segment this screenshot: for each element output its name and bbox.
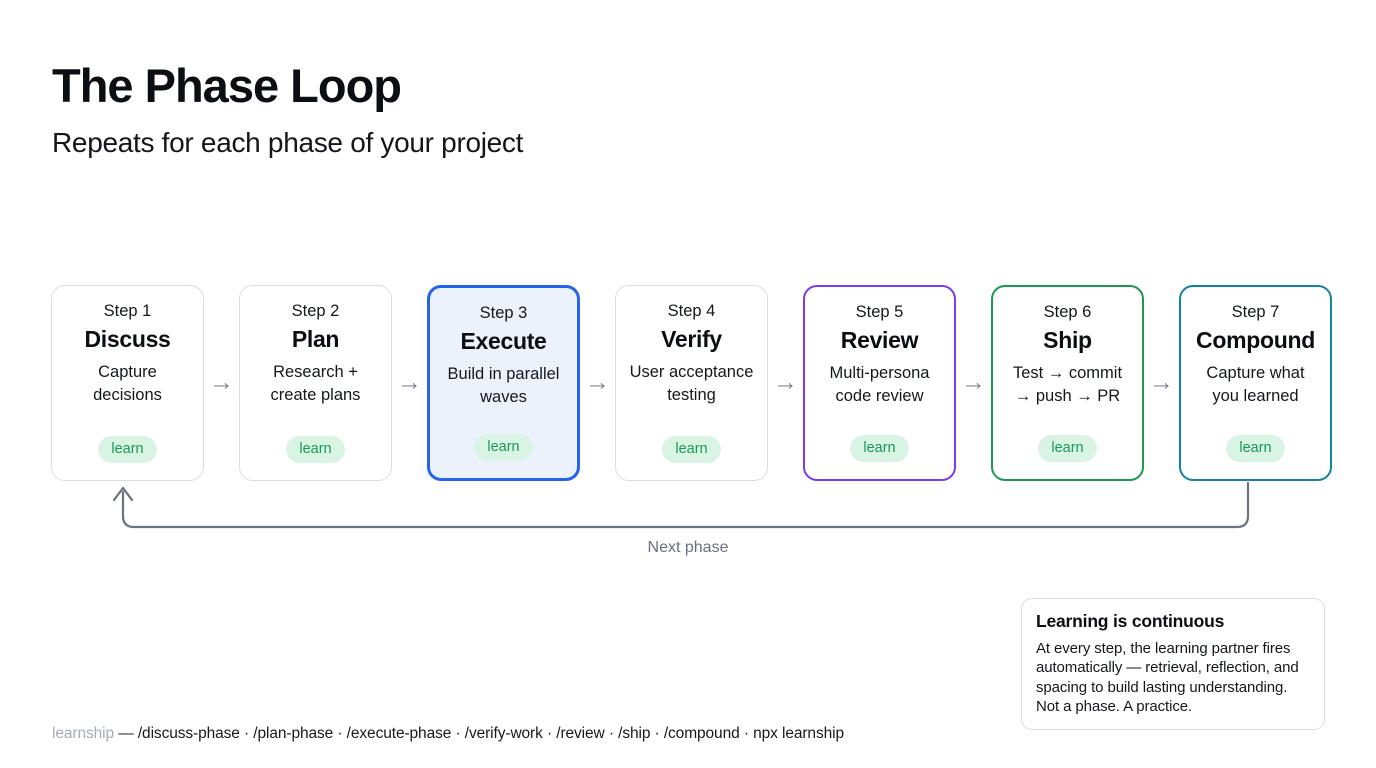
footer: learnship — /discuss-phase · /plan-phase… xyxy=(52,725,844,743)
note-body: At every step, the learning partner fire… xyxy=(1036,640,1299,715)
note-box: Learning is continuous At every step, th… xyxy=(1021,598,1325,731)
flow-arrow-icon: → xyxy=(585,367,610,396)
flow-arrow-icon: → xyxy=(209,367,234,396)
footer-commands: /discuss-phase · /plan-phase · /execute-… xyxy=(137,725,844,742)
learn-badge: learn xyxy=(474,434,533,461)
step-name: Discuss xyxy=(84,326,171,352)
step-name: Verify xyxy=(661,326,722,352)
footer-brand: learnship xyxy=(52,725,115,742)
step-description: Multi-persona code review xyxy=(829,364,930,405)
footer-separator: — xyxy=(114,725,138,742)
learn-badge: learn xyxy=(98,436,157,463)
step-name: Plan xyxy=(291,326,340,352)
step-description: Capture what you learned xyxy=(1206,364,1305,405)
step-name: Execute xyxy=(460,328,547,354)
step-name: Review xyxy=(840,327,919,353)
step-description: Capture decisions xyxy=(93,363,162,404)
learn-badge: learn xyxy=(286,436,345,463)
step-description: User acceptance testing xyxy=(629,363,754,404)
flow-arrow-icon: → xyxy=(1149,367,1174,396)
learn-badge: learn xyxy=(850,435,909,462)
page-subtitle: Repeats for each phase of your project xyxy=(52,127,524,158)
step-description: Research + create plans xyxy=(270,363,361,404)
step-name: Ship xyxy=(1043,327,1092,353)
step-number-label: Step 3 xyxy=(479,304,528,322)
note-title: Learning is continuous xyxy=(1036,611,1225,631)
step-name: Compound xyxy=(1196,327,1315,353)
page-title: The Phase Loop xyxy=(52,59,402,112)
learn-badge: learn xyxy=(662,436,721,463)
step-number-label: Step 6 xyxy=(1043,303,1092,321)
step-description: Test → commit → push → PR xyxy=(1012,364,1123,405)
step-description: Build in parallel waves xyxy=(447,365,560,406)
flow-arrow-icon: → xyxy=(397,367,422,396)
step-number-label: Step 4 xyxy=(667,302,716,320)
step-number-label: Step 2 xyxy=(291,302,340,320)
learn-badge: learn xyxy=(1226,435,1285,462)
step-number-label: Step 7 xyxy=(1231,303,1280,321)
next-phase-label: Next phase xyxy=(647,539,729,556)
step-number-label: Step 5 xyxy=(855,303,904,321)
flow-arrow-icon: → xyxy=(961,367,986,396)
flow-arrow-icon: → xyxy=(773,367,798,396)
learn-badge: learn xyxy=(1038,435,1097,462)
step-number-label: Step 1 xyxy=(103,302,152,320)
